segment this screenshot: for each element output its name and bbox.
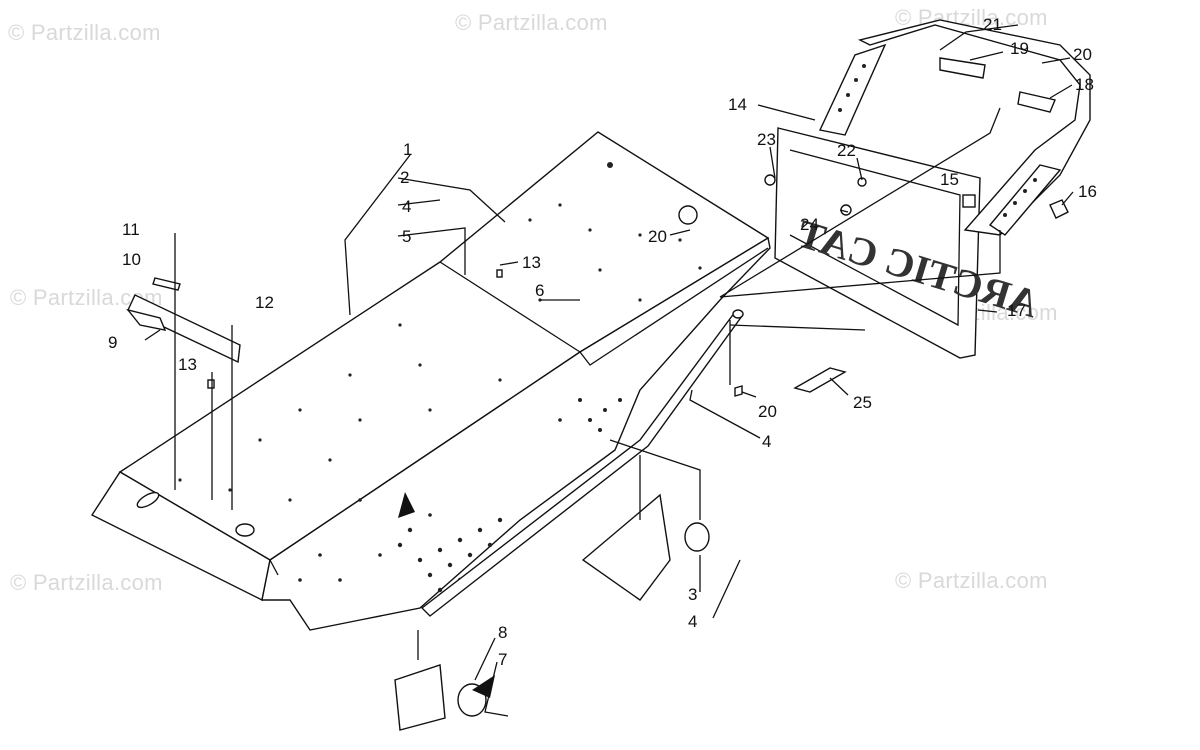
nut-part-15 — [962, 194, 976, 208]
callout-14: 14 — [728, 95, 747, 114]
running-board-rail — [420, 309, 744, 617]
callout-5: 5 — [402, 227, 411, 246]
callout-23: 23 — [757, 130, 776, 149]
leader-lines — [144, 24, 1074, 717]
callout-18: 18 — [1075, 75, 1094, 94]
fastener-part-20-side — [734, 385, 743, 397]
callout-1: 1 — [403, 140, 412, 159]
callout-6: 6 — [535, 281, 544, 300]
callout-9: 9 — [108, 333, 117, 352]
callout-20-lower: 20 — [758, 402, 777, 421]
tunnel-part — [90, 131, 771, 631]
callout-13-left: 13 — [178, 355, 197, 374]
nut-part-16 — [1049, 199, 1069, 219]
callout-2: 2 — [400, 168, 409, 187]
hardware — [207, 174, 1069, 731]
callout-20-top: 20 — [648, 227, 667, 246]
snow-flap-part-17: ARCTIC CAT — [774, 127, 1044, 359]
callout-12: 12 — [255, 293, 274, 312]
washer-part-3 — [684, 522, 710, 552]
callout-4-bottom: 4 — [688, 612, 697, 631]
plate-part-8 — [394, 664, 446, 731]
watermark-top-left: © Partzilla.com — [8, 20, 161, 45]
callout-24: 24 — [800, 215, 819, 234]
clip-part-13 — [207, 379, 215, 389]
callout-8: 8 — [498, 623, 507, 642]
callout-20-right: 20 — [1073, 45, 1092, 64]
nut-part-23 — [764, 174, 776, 186]
watermark-bottom-left: © Partzilla.com — [10, 570, 163, 595]
callout-13-top: 13 — [522, 253, 541, 272]
clip-part-10 — [152, 277, 181, 291]
callout-17: 17 — [1007, 301, 1026, 320]
callout-3: 3 — [688, 585, 697, 604]
callout-16: 16 — [1078, 182, 1097, 201]
decal-part-25 — [793, 367, 847, 393]
callout-15: 15 — [940, 170, 959, 189]
callout-4-right: 4 — [762, 432, 771, 451]
callout-11: 11 — [122, 220, 140, 239]
callout-10: 10 — [122, 250, 141, 269]
watermark-bottom-right: © Partzilla.com — [895, 568, 1048, 593]
bracket-part-9 — [126, 294, 241, 364]
clip-part-13-top — [496, 269, 503, 278]
callout-labels: 1 2 4 5 6 13 20 11 10 12 9 13 14 21 19 2… — [108, 15, 1097, 669]
fastener-part-20-top — [678, 205, 698, 225]
callout-7: 7 — [498, 650, 507, 669]
callout-4-upper: 4 — [402, 197, 411, 216]
footrest-part-3 — [581, 493, 671, 601]
callout-19: 19 — [1010, 39, 1029, 58]
watermark-top-center: © Partzilla.com — [455, 10, 608, 35]
callout-22: 22 — [837, 141, 856, 160]
callout-21: 21 — [983, 15, 1002, 34]
rear-bumper — [818, 19, 1091, 236]
callout-25: 25 — [853, 393, 872, 412]
